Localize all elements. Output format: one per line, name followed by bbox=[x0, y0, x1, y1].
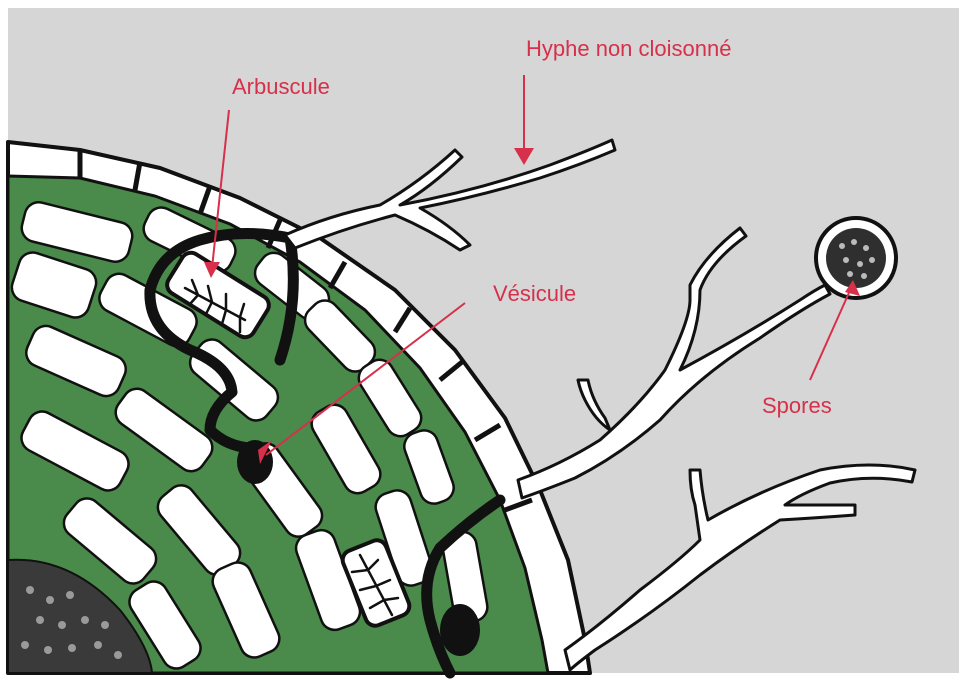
label-spores: Spores bbox=[762, 393, 832, 418]
label-vesicule: Vésicule bbox=[493, 281, 576, 306]
spore bbox=[816, 218, 896, 298]
label-hyphe: Hyphe non cloisonné bbox=[526, 36, 731, 61]
label-arbuscule: Arbuscule bbox=[232, 74, 330, 99]
vesicle-bottom bbox=[440, 604, 480, 656]
